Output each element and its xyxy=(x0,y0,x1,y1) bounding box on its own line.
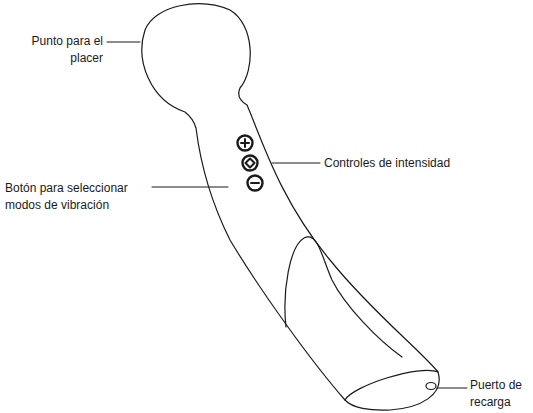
end-cap xyxy=(345,370,438,400)
control-buttons xyxy=(238,136,263,191)
handle-groove xyxy=(285,237,402,357)
charging-port xyxy=(426,383,436,390)
button-symbols xyxy=(241,139,259,183)
part-label: Controles de intensidad xyxy=(324,155,484,172)
part-label: Botón para seleccionar modos de vibració… xyxy=(5,180,147,214)
leader-lines xyxy=(107,42,467,388)
wand-outline xyxy=(142,4,439,410)
part-label: Puerto de recarga xyxy=(470,377,530,411)
part-label: Punto para el placer xyxy=(12,33,103,67)
